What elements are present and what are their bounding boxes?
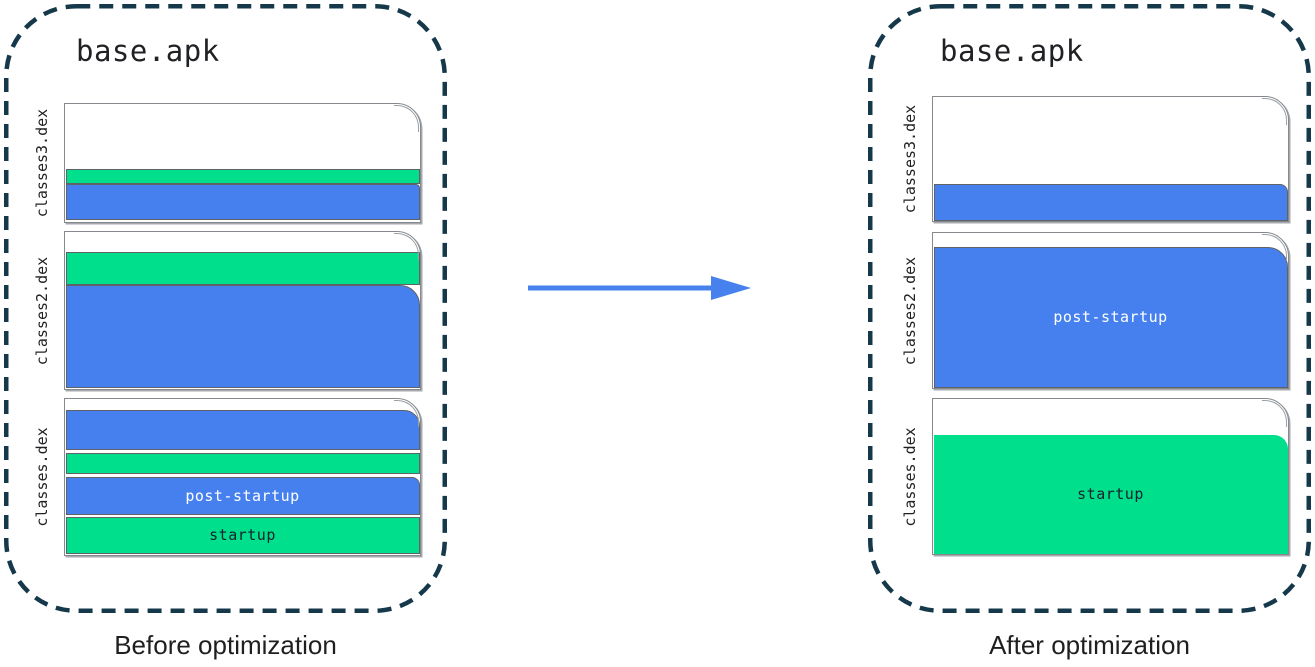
band-label: post-startup (185, 486, 300, 505)
apk-title: base.apk (76, 34, 220, 68)
gap-band (65, 473, 420, 477)
post-startup-band: post-startup (933, 246, 1288, 388)
band-label: post-startup (1053, 308, 1168, 326)
blue-band (65, 284, 420, 388)
flow-right-arrow-icon (528, 276, 751, 300)
dex-file-classes2.dex: classes2.dex (33, 231, 421, 390)
space-band (66, 233, 420, 252)
dex-file-classes.dex: classes.dex startup (901, 398, 1289, 555)
band-stack (933, 98, 1288, 221)
post-startup-band: post-startup (65, 476, 420, 515)
band-stack: post-startup (933, 234, 1288, 388)
dex-file-classes.dex: classes.dex post-startup startup (33, 398, 421, 556)
dex-file-label: classes.dex (901, 426, 919, 527)
dex-file-stack: classes3.dex classes2.dex classes.dex post-… (4, 4, 447, 613)
gap-band (65, 449, 420, 453)
space-band (66, 105, 420, 169)
dex-file-label: classes.dex (33, 427, 51, 527)
dex-file-classes3.dex: classes3.dex (901, 96, 1289, 222)
green-band (65, 168, 420, 184)
startup-band: startup (65, 516, 420, 554)
dex-file-classes3.dex: classes3.dex (33, 103, 421, 223)
space-band (934, 234, 1288, 247)
band-stack (65, 233, 420, 389)
green-band (65, 251, 420, 285)
green-band (65, 452, 420, 474)
blue-band (65, 409, 420, 450)
space-band (66, 400, 420, 410)
band-label: startup (209, 526, 276, 544)
dex-file-classes2.dex: classes2.dex post-startup (901, 232, 1289, 389)
space-band (934, 400, 1288, 435)
band-label: startup (1077, 485, 1144, 503)
space-band (934, 98, 1288, 184)
dex-file-label: classes3.dex (33, 108, 51, 218)
dex-file-label: classes3.dex (901, 104, 919, 214)
blue-band (65, 183, 420, 220)
blue-band (933, 183, 1288, 221)
caption-before-optimization: Before optimization (114, 630, 337, 660)
dex-file-label: classes2.dex (33, 256, 51, 365)
band-stack: startup (933, 400, 1288, 554)
panel-dashed-outline (4, 4, 447, 613)
band-stack: post-startup startup (65, 400, 420, 555)
startup-band: startup (933, 434, 1288, 554)
dex-file-label: classes2.dex (901, 256, 919, 365)
apk-title: base.apk (940, 34, 1084, 68)
gap-band (65, 514, 420, 517)
band-stack (65, 105, 420, 222)
caption-after-optimization: After optimization (989, 630, 1190, 660)
panel-dashed-outline (868, 4, 1311, 613)
